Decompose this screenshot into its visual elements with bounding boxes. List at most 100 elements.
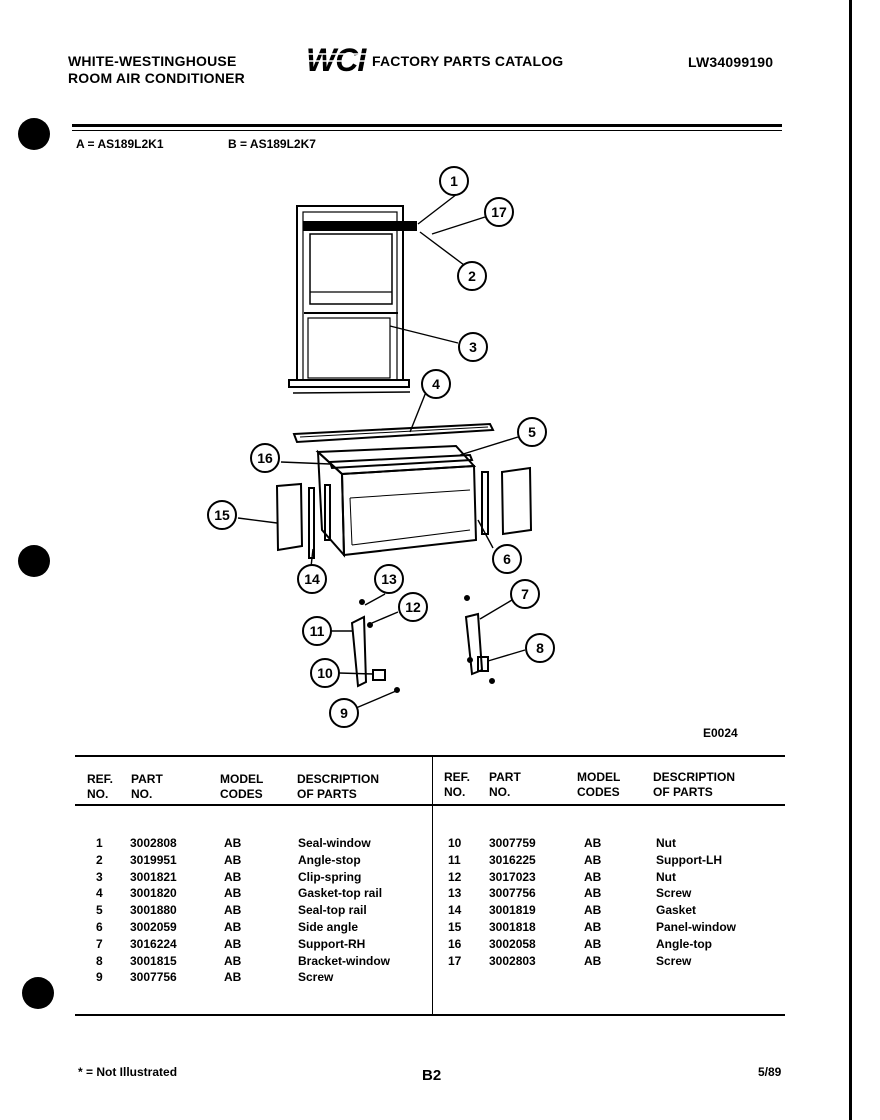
svg-text:6: 6: [503, 551, 511, 567]
revision-date: 5/89: [758, 1065, 782, 1079]
table-cell-ref: 5: [96, 903, 103, 918]
table-cell-codes: AB: [584, 886, 602, 901]
svg-text:15: 15: [214, 507, 230, 523]
table-cell-desc: Seal-top rail: [298, 903, 367, 918]
side-angle-left: [324, 484, 331, 541]
table-cell-codes: AB: [224, 953, 242, 968]
header-rule-thick: [72, 124, 782, 127]
table-cell-part: 3007756: [489, 886, 536, 901]
table-cell-ref: 2: [96, 852, 103, 867]
table-cell-desc: Nut: [656, 869, 676, 884]
svg-text:8: 8: [536, 640, 544, 656]
cabinet-sleeve: [315, 444, 478, 558]
table-cell-part: 3001880: [130, 903, 177, 918]
table-cell-ref: 3: [96, 869, 103, 884]
callout-9: 9: [329, 698, 359, 728]
leader-lines: [237, 193, 526, 709]
table-cell-part: 3002059: [130, 920, 177, 934]
callouts: 1 17 2 3 4 5 16 15 6 14 13 12 11 7 8 10 …: [207, 166, 555, 728]
bracket-small: [372, 669, 386, 681]
table-cell-codes: AB: [224, 836, 242, 850]
callout-3: 3: [458, 332, 488, 362]
table-cell-part: 3001818: [489, 920, 536, 934]
svg-text:13: 13: [381, 571, 397, 587]
window-seal-frame: [288, 205, 417, 394]
svg-text:1: 1: [450, 173, 458, 189]
table-cell-codes: AB: [584, 920, 602, 934]
table-header-rule: [75, 804, 785, 806]
svg-text:16: 16: [257, 450, 273, 466]
table-bottom-rule: [75, 1014, 785, 1016]
table-cell-codes: AB: [224, 852, 242, 867]
punch-hole-bottom: [22, 977, 54, 1009]
table-cell-desc: Support-LH: [656, 852, 722, 867]
table-cell-part: 3002803: [489, 953, 536, 968]
callout-6: 6: [492, 544, 522, 574]
brand-block: WHITE-WESTINGHOUSE ROOM AIR CONDITIONER: [68, 53, 245, 87]
catalog-title: FACTORY PARTS CATALOG: [372, 53, 564, 69]
punch-hole-middle: [18, 545, 50, 577]
table-cell-ref: 16: [448, 936, 462, 951]
svg-text:9: 9: [340, 705, 348, 721]
table-column-divider: [432, 757, 433, 1014]
table-cell-codes: AB: [584, 936, 602, 951]
top-rail-gasket: [292, 422, 495, 444]
punch-hole-top: [18, 118, 50, 150]
table-cell-ref: 6: [96, 920, 103, 934]
logo-text: WCI: [306, 43, 367, 75]
table-cell-part: 3017023: [489, 869, 536, 884]
svg-text:5: 5: [528, 424, 536, 440]
callout-13: 13: [374, 564, 404, 594]
callout-7: 7: [510, 579, 540, 609]
table-cell-codes: AB: [224, 869, 242, 884]
table-cell-codes: AB: [224, 970, 242, 985]
table-cell-part: 3002808: [130, 836, 177, 850]
callout-2: 2: [457, 261, 487, 291]
panel-window-right: [500, 466, 533, 536]
callout-1: 1: [439, 166, 469, 196]
top-rail-seal: [328, 453, 474, 470]
table-cell-part: 3001819: [489, 903, 536, 918]
table-cell-part: 3001815: [130, 953, 177, 968]
header-rule-thin: [72, 130, 782, 131]
exploded-parts-diagram: 1 17 2 3 4 5 16 15 6 14 13 12 11 7 8 10 …: [207, 166, 555, 728]
callout-11: 11: [302, 616, 332, 646]
table-cell-codes: AB: [224, 886, 242, 901]
table-cell-part: 3016225: [489, 852, 536, 867]
table-cell-desc: Angle-top: [656, 936, 712, 951]
table-cell-codes: AB: [584, 869, 602, 884]
table-cell-part: 3007759: [489, 836, 536, 850]
panel-window-left: [275, 482, 304, 552]
gasket-left: [308, 487, 315, 559]
table-cell-desc: Gasket-top rail: [298, 886, 383, 901]
callout-10: 10: [310, 658, 340, 688]
callout-8: 8: [525, 633, 555, 663]
callout-4: 4: [421, 369, 451, 399]
footnote: * = Not Illustrated: [78, 1065, 178, 1079]
table-cell-desc: Side angle: [298, 920, 359, 934]
page-right-edge: [849, 0, 852, 1120]
nut-rh: [467, 657, 473, 663]
table-cell-ref: 12: [448, 869, 462, 884]
table-cell-ref: 4: [96, 886, 103, 901]
table-cell-desc: Clip-spring: [298, 869, 362, 884]
svg-text:12: 12: [405, 599, 421, 615]
table-cell-ref: 10: [448, 836, 462, 850]
table-cell-ref: 1: [96, 836, 103, 850]
table-top-rule: [75, 755, 785, 757]
screw-13: [359, 599, 365, 605]
table-cell-codes: AB: [224, 920, 242, 934]
callout-15: 15: [207, 500, 237, 530]
table-cell-desc: Nut: [656, 836, 676, 850]
page-number: B2: [422, 1067, 442, 1084]
table-cell-part: 3007756: [130, 970, 177, 985]
table-cell-desc: Angle-stop: [298, 852, 361, 867]
table-cell-ref: 7: [96, 936, 103, 951]
table-cell-ref: 14: [448, 903, 462, 918]
table-cell-ref: 13: [448, 886, 462, 901]
table-cell-desc: Support-RH: [298, 936, 366, 951]
